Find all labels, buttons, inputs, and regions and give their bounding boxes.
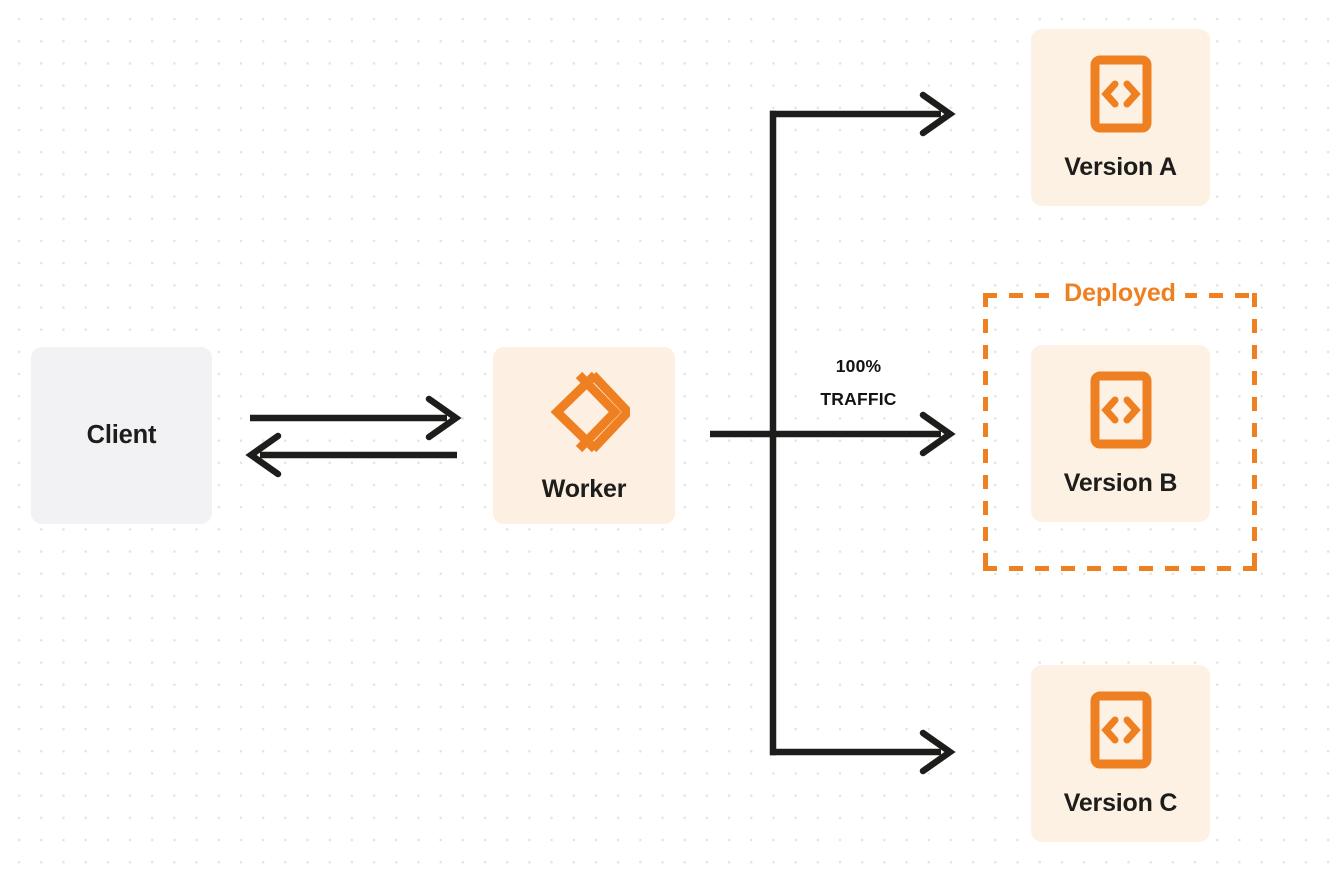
deployed-border-top-left [983,293,1069,298]
code-file-icon [1090,55,1152,133]
node-version-a-label: Version A [1064,153,1177,181]
traffic-label: 100% TRAFFIC [806,350,911,416]
node-version-c[interactable]: Version C [1031,665,1210,842]
node-worker[interactable]: Worker [493,347,675,524]
node-client[interactable]: Client [31,347,212,524]
deployed-border-bottom [983,566,1257,571]
deployed-border-left [983,293,988,571]
workers-logo-icon [538,369,635,455]
edge-trunk-to-version-a [770,91,956,137]
node-worker-label: Worker [541,475,627,503]
node-version-b-label: Version B [1063,469,1178,497]
deployed-border-right [1252,293,1257,571]
deployed-border-top-right [1171,293,1257,298]
group-deployed: Deployed [983,276,1257,571]
edge-trunk-to-version-b [773,411,956,457]
node-version-c-label: Version C [1063,789,1178,817]
traffic-unit: TRAFFIC [806,383,911,416]
deployed-group-label: Deployed [1055,276,1185,310]
edge-trunk-to-version-c [770,729,956,775]
code-file-icon [1090,691,1152,769]
edge-worker-to-client [245,432,457,478]
edge-client-to-worker [250,395,462,441]
node-version-b[interactable]: Version B [1031,345,1210,522]
node-version-a[interactable]: Version A [1031,29,1210,206]
node-client-label: Client [86,420,157,449]
traffic-percent: 100% [806,350,911,383]
code-file-icon [1090,371,1152,449]
